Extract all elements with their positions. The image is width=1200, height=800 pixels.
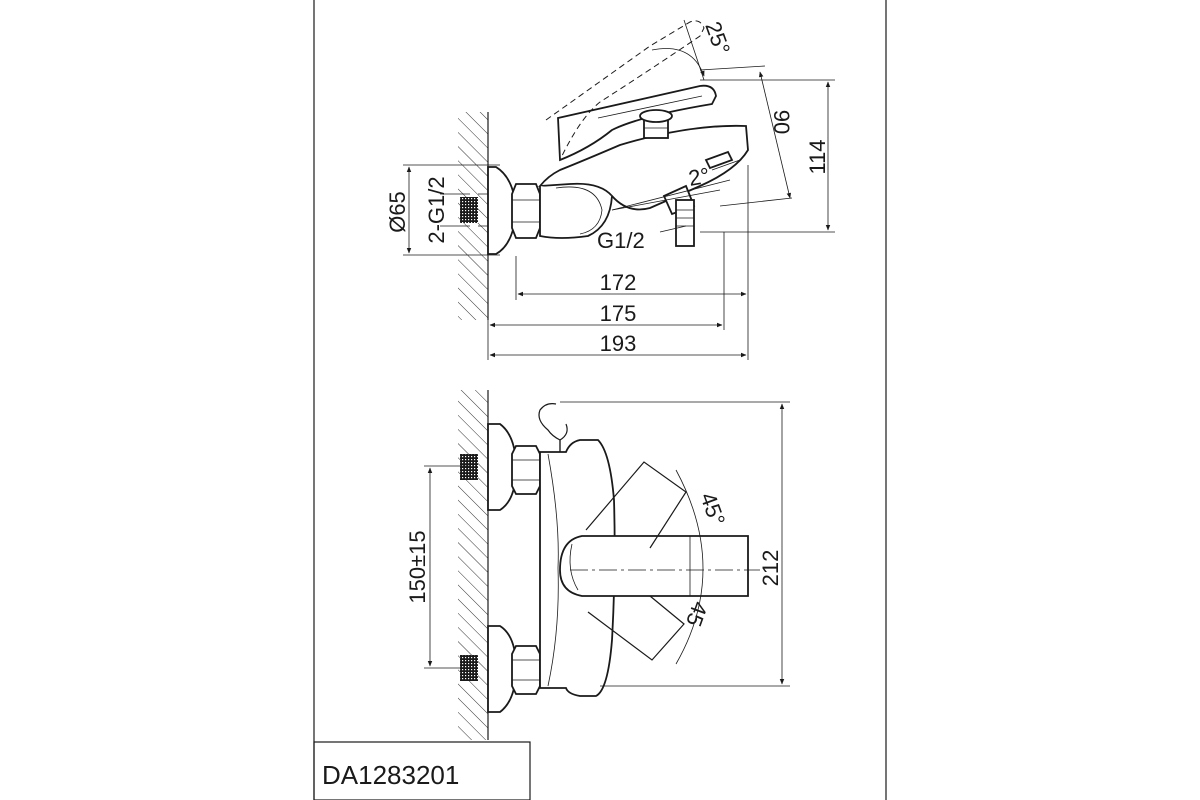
spout-outlet-side xyxy=(662,184,696,247)
wall-front xyxy=(458,390,489,740)
rotation-arc xyxy=(675,469,704,665)
nut-side xyxy=(511,183,541,239)
lever-tilted-dashed xyxy=(545,20,705,161)
lever-rotated-down xyxy=(587,595,685,661)
title-block: DA1283201 xyxy=(313,741,531,800)
inlet-knurl-top xyxy=(460,454,478,480)
dim-tilt-angle: 25° xyxy=(700,18,735,58)
dim-total-height: 114 xyxy=(805,139,830,174)
dim-inlet-thread: 2-G1/2 xyxy=(424,176,449,243)
dim-length-175: 175 xyxy=(600,301,637,326)
dim-centers: 150±15 xyxy=(405,530,430,603)
dim-rotate-down: 45 xyxy=(681,598,713,630)
lever-front xyxy=(559,535,749,597)
sheet-frame xyxy=(313,0,887,800)
lever-rotated-up xyxy=(585,461,687,549)
side-view: 114 90 25° 2° G1/2 Ø65 2-G1/2 172 175 xyxy=(385,18,835,360)
dim-outlet-thread: G1/2 xyxy=(597,228,645,253)
dim-diameter: Ø65 xyxy=(385,191,410,233)
dim-rotate-up: 45° xyxy=(695,489,730,529)
shower-holder-hook xyxy=(538,403,561,452)
inlet-knurl-side xyxy=(460,197,478,223)
diverter-knob-side xyxy=(639,109,673,139)
model-code: DA1283201 xyxy=(322,760,459,790)
dim-spout-angle: 2° xyxy=(687,163,712,191)
dim-spout-height: 90 xyxy=(769,110,794,134)
dim-length-172: 172 xyxy=(600,270,637,295)
front-view: 45° 45 212 150±15 xyxy=(405,390,790,740)
dim-length-193: 193 xyxy=(600,331,637,356)
dim-width: 212 xyxy=(758,550,783,587)
